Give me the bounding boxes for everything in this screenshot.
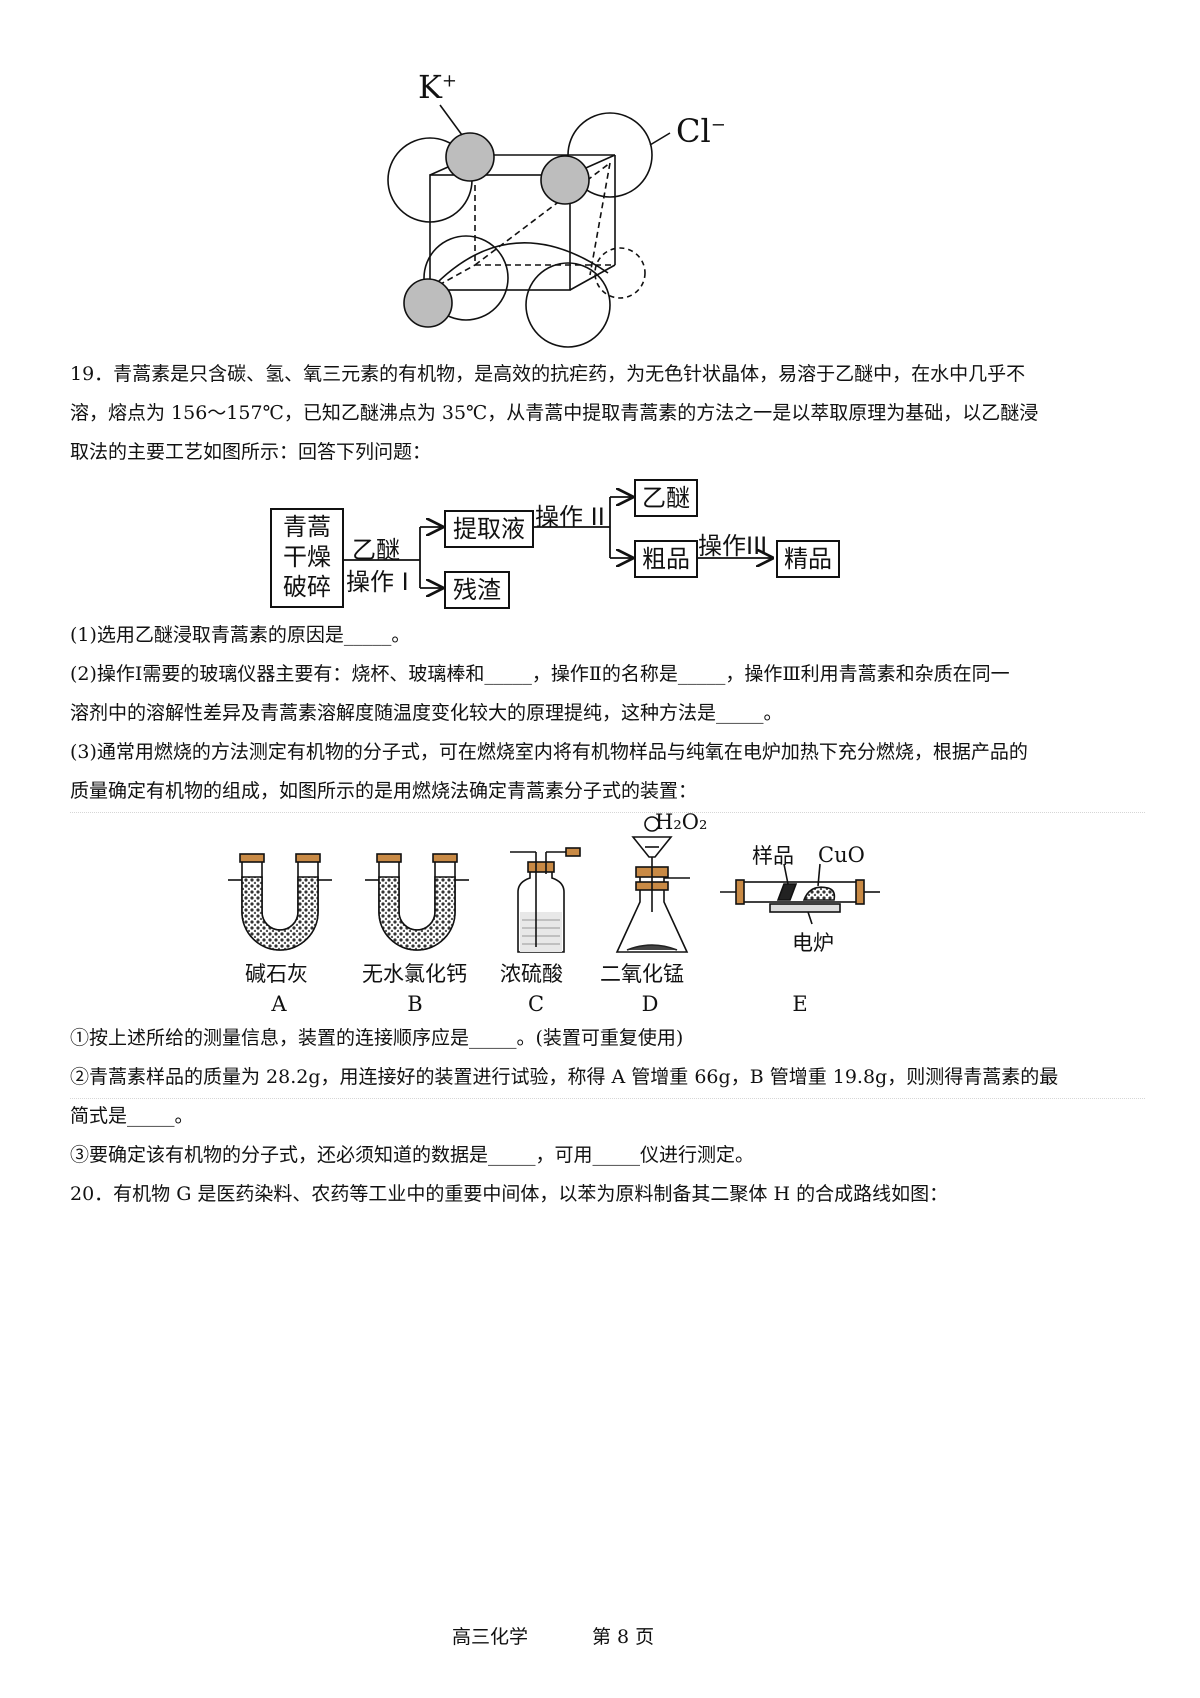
a-letter: A <box>271 992 287 1016</box>
apparatus-figure <box>228 816 880 953</box>
u-tube-a <box>228 853 332 951</box>
wash-bottle-c <box>510 847 581 953</box>
flow-op1-label: 操作 I <box>346 568 409 596</box>
d-name-label: 二氧化锰 <box>600 962 684 986</box>
a-name-label: 碱石灰 <box>245 962 308 986</box>
u-tube-b <box>365 853 469 951</box>
flow-op3-label: 操作III <box>698 532 768 560</box>
d-reagent-label: H₂O₂ <box>655 810 708 834</box>
flow-refined-box: 精品 <box>776 540 840 578</box>
q19-part2-line-2: 溶剂中的溶解性差异及青蒿素溶解度随温度变化较大的原理提纯，这种方法是_____。 <box>70 702 783 724</box>
flow-start-line-2: 干燥 <box>283 543 331 571</box>
combustion-tube-e <box>720 863 880 925</box>
flow-start-box: 青蒿 干燥 破碎 <box>270 508 344 608</box>
footer-subject: 高三化学 <box>452 1626 529 1648</box>
q19-sub2-line-1: ②青蒿素样品的质量为 28.2g，用连接好的装置进行试验，称得 A 管增重 66… <box>70 1066 1059 1088</box>
kcl-crystal-figure <box>387 104 671 348</box>
anion-symbol: Cl <box>676 112 711 150</box>
q19-part1: (1)选用乙醚浸取青蒿素的原因是_____。 <box>70 624 411 646</box>
e-cuo-label: CuO <box>818 843 865 867</box>
c-letter: C <box>527 992 545 1016</box>
flow-op2-label: 操作 II <box>535 503 605 531</box>
q19-part3-line-2: 质量确定有机物的组成，如图所示的是用燃烧法确定青蒿素分子式的装置： <box>70 780 698 802</box>
e-furnace-label: 电炉 <box>792 931 834 955</box>
divider-dotted-1 <box>70 812 1145 813</box>
footer-page: 第 8 页 <box>592 1626 655 1648</box>
q20-intro: 20．有机物 G 是医药染料、农药等工业中的重要中间体，以苯为原料制备其二聚体 … <box>70 1183 949 1205</box>
q19-part3-line-1: (3)通常用燃烧的方法测定有机物的分子式，可在燃烧室内将有机物样品与纯氧在电炉加… <box>70 741 1028 763</box>
e-letter: E <box>792 992 808 1016</box>
flow-connectors <box>342 470 880 620</box>
q19-intro-line-2: 溶，熔点为 156～157℃，已知乙醚沸点为 35℃，从青蒿中提取青蒿素的方法之… <box>70 402 1039 424</box>
e-sample-label: 样品 <box>752 844 794 868</box>
anion-charge: − <box>710 114 726 136</box>
flow-solvent-label: 乙醚 <box>352 536 400 564</box>
b-name-label: 无水氯化钙 <box>362 962 467 986</box>
flow-start-line-1: 青蒿 <box>283 513 331 541</box>
q19-intro-line-3: 取法的主要工艺如图所示：回答下列问题： <box>70 441 432 463</box>
cation-label: K+ <box>418 68 457 106</box>
q19-sub2-line-2: 简式是_____。 <box>70 1105 194 1127</box>
divider-dotted-2 <box>70 1098 1145 1099</box>
flask-d <box>615 816 690 953</box>
flow-crude-box: 粗品 <box>634 540 698 578</box>
flow-residue-box: 残渣 <box>444 571 510 609</box>
q19-sub3: ③要确定该有机物的分子式，还必须知道的数据是_____，可用_____仪进行测定… <box>70 1144 755 1166</box>
q19-sub1: ①按上述所给的测量信息，装置的连接顺序应是_____。(装置可重复使用) <box>70 1027 684 1049</box>
flow-start-line-3: 破碎 <box>283 573 331 601</box>
cation-charge: + <box>441 70 457 92</box>
q19-part2-line-1: (2)操作Ⅰ需要的玻璃仪器主要有：烧杯、玻璃棒和_____，操作Ⅱ的名称是___… <box>70 663 1010 685</box>
q19-intro-line-1: 19．青蒿素是只含碳、氢、氧三元素的有机物，是高效的抗疟药，为无色针状晶体，易溶… <box>70 363 1026 385</box>
flow-extract-box: 提取液 <box>444 510 534 548</box>
c-name-label: 浓硫酸 <box>500 962 563 986</box>
flow-ether-box: 乙醚 <box>634 479 698 517</box>
d-letter: D <box>641 992 659 1016</box>
b-letter: B <box>407 992 423 1016</box>
cation-symbol: K <box>418 68 442 106</box>
anion-label: Cl− <box>676 112 726 150</box>
